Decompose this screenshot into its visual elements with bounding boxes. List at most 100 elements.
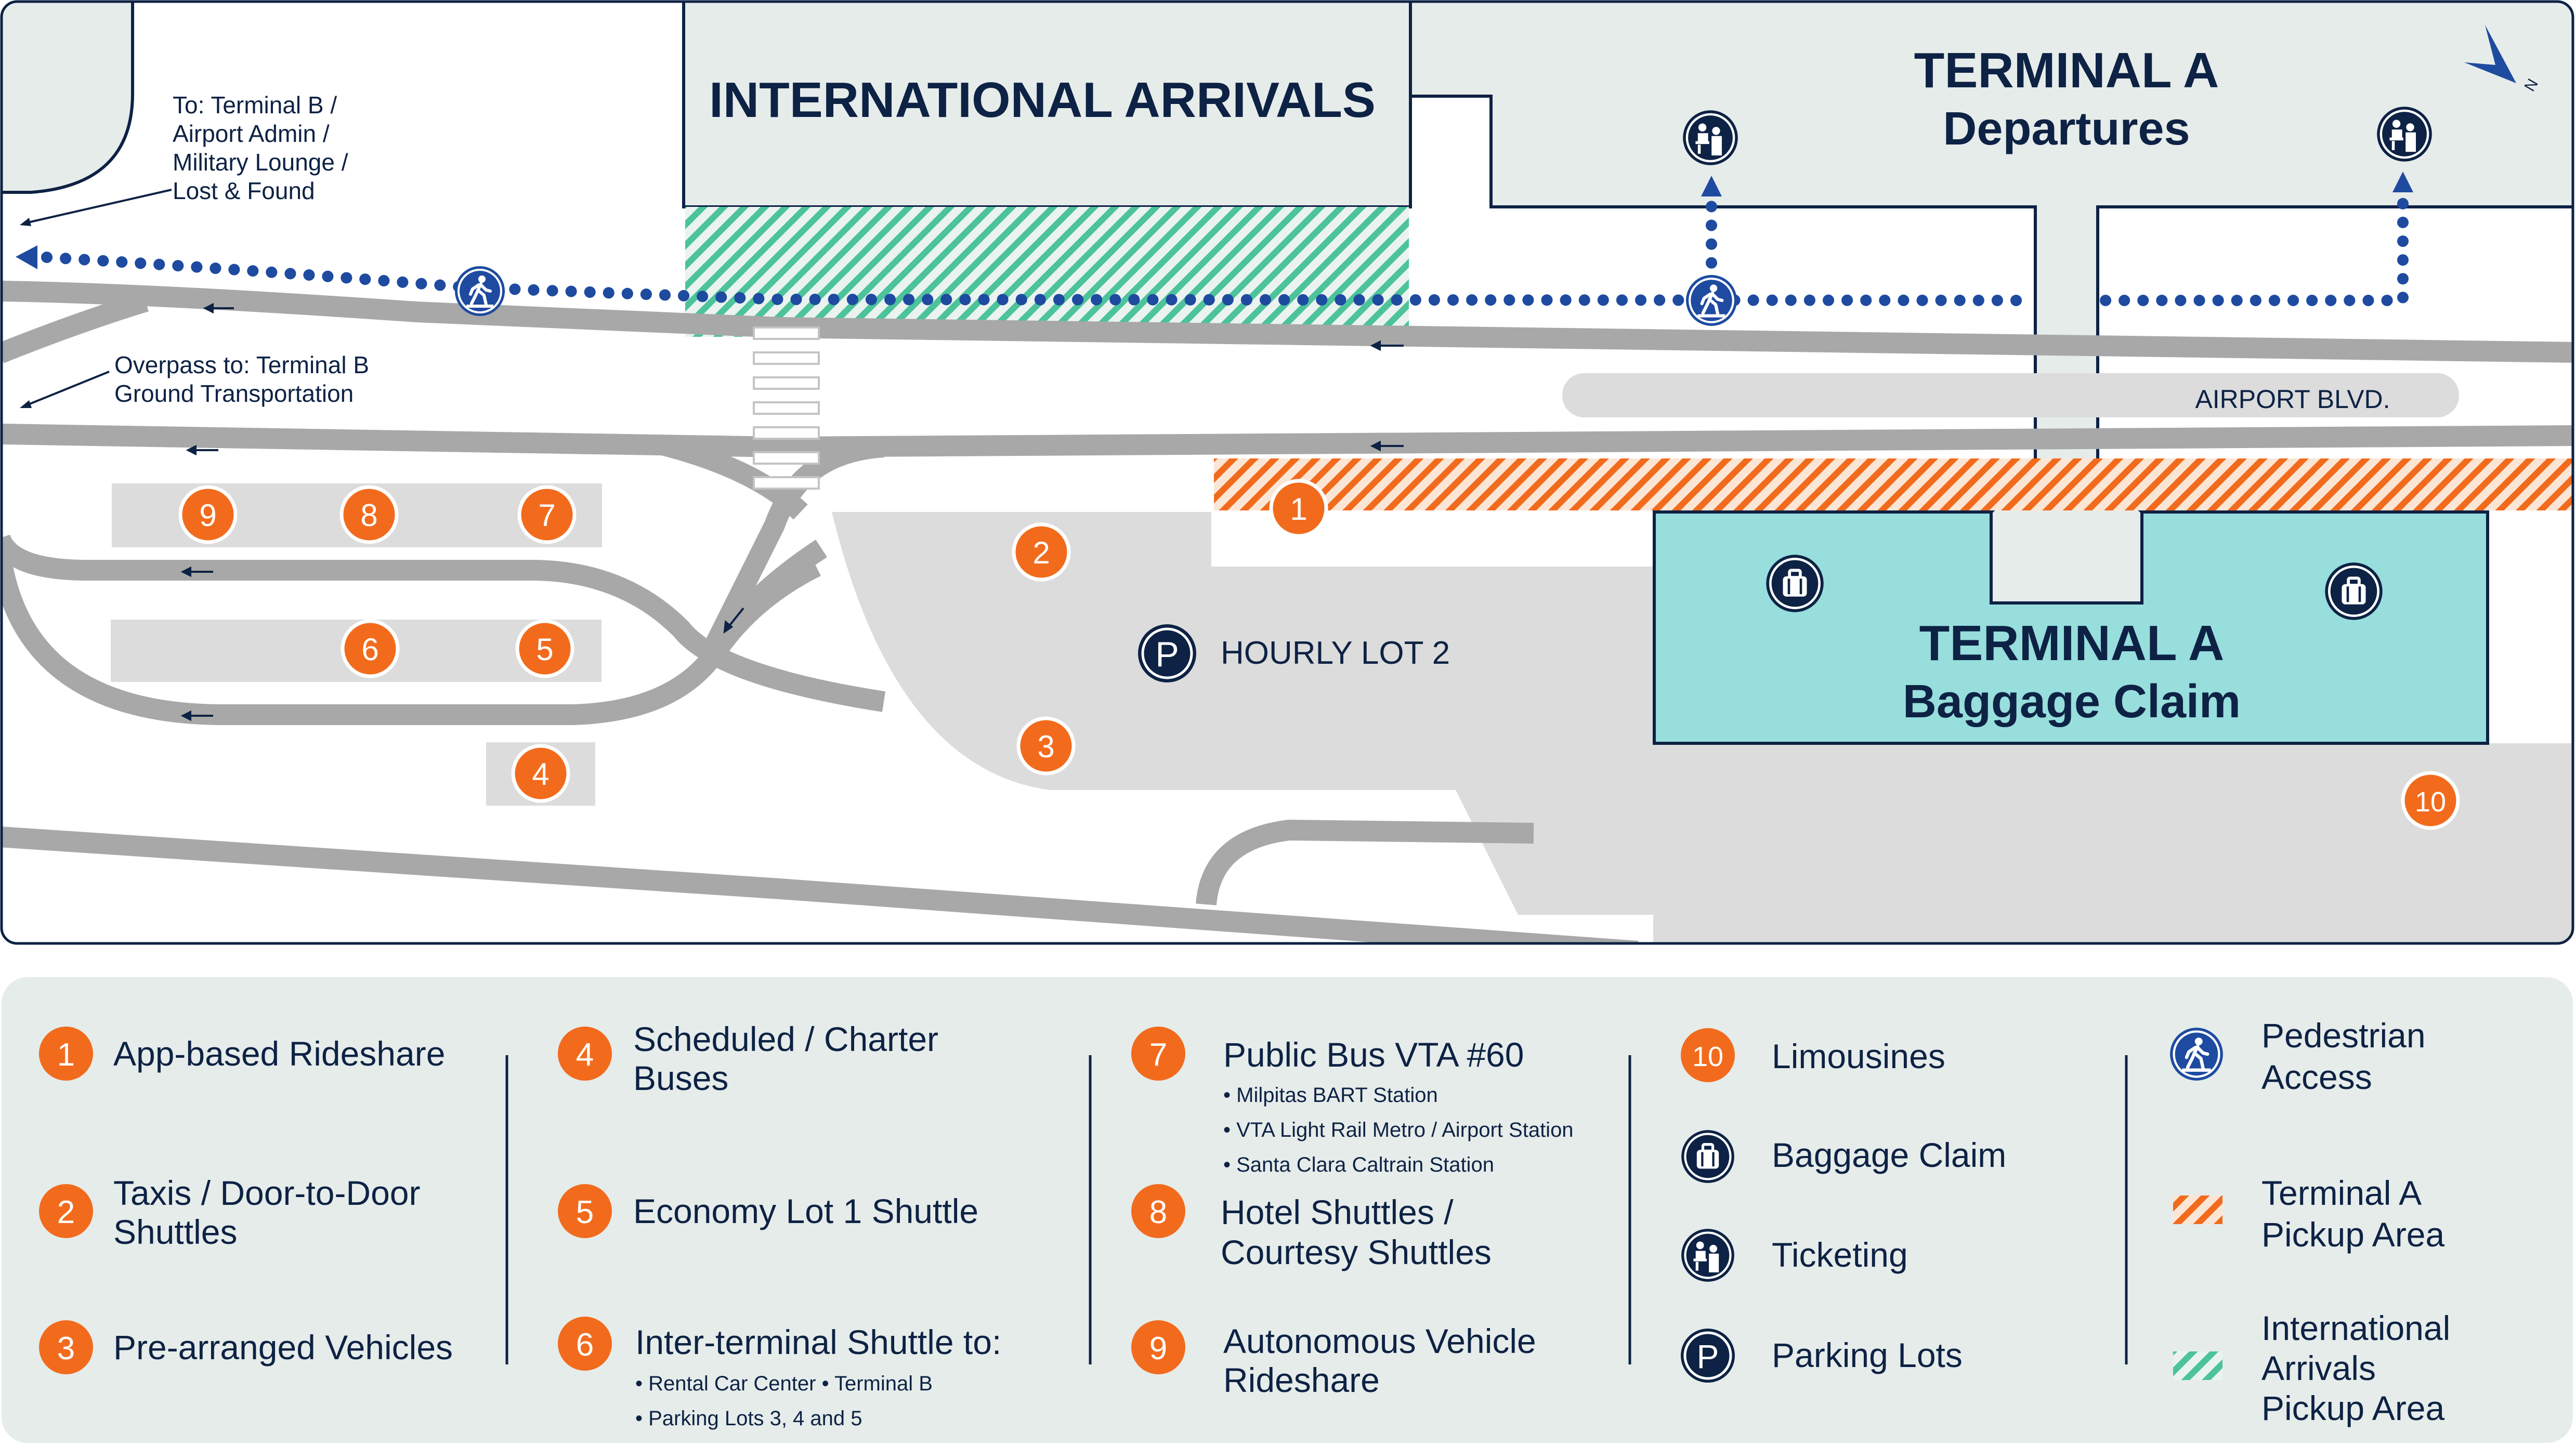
crosswalk	[753, 326, 820, 490]
svg-text:Lost & Found: Lost & Found	[173, 177, 315, 204]
green-hatch-swatch-icon	[2173, 1351, 2222, 1380]
ticketing-icon	[2377, 107, 2432, 162]
hourly-lot-exit	[1196, 820, 1534, 906]
parking-icon	[1681, 1329, 1735, 1383]
svg-text:Buses: Buses	[633, 1059, 728, 1097]
svg-text:App-based Rideshare: App-based Rideshare	[113, 1034, 445, 1073]
loop-road-upper	[2, 534, 886, 712]
svg-text:Baggage Claim: Baggage Claim	[1772, 1136, 2006, 1174]
pedestrian-access-icon	[455, 266, 505, 316]
svg-text:Inter-terminal Shuttle to:: Inter-terminal Shuttle to:	[635, 1323, 1001, 1361]
svg-text:1: 1	[57, 1037, 75, 1073]
marker-5: 5	[515, 619, 574, 678]
airport-blvd-road	[2, 424, 2573, 457]
legend-item-international-pickup: International Arrivals Pickup Area	[2173, 1309, 2450, 1427]
terminal-b-building	[2, 2, 134, 194]
loop-road-lower	[2, 549, 821, 725]
svg-text:Pre-arranged Vehicles: Pre-arranged Vehicles	[113, 1328, 453, 1367]
svg-text:Parking Lots: Parking Lots	[1772, 1336, 1963, 1374]
svg-text:3: 3	[57, 1331, 75, 1367]
svg-text:Pedestrian: Pedestrian	[2261, 1016, 2426, 1055]
svg-text:2: 2	[57, 1194, 75, 1230]
legend-item-4: 4 Scheduled / Charter Buses	[558, 1020, 938, 1097]
svg-text:Rideshare: Rideshare	[1223, 1361, 1380, 1399]
marker-6: 6	[341, 619, 400, 678]
upper-road	[2, 281, 2573, 363]
pedestrian-arrowheads	[16, 172, 2413, 269]
pedestrian-access-icon	[2170, 1028, 2223, 1081]
legend-item-9: 9 Autonomous Vehicle Rideshare	[1131, 1320, 1536, 1399]
svg-text:P: P	[1697, 1338, 1719, 1375]
map-area: P N INTERNATIONAL ARRIVALS TERMINAL A De…	[2, 2, 2573, 943]
svg-text:4: 4	[532, 757, 549, 792]
svg-text:7: 7	[1149, 1037, 1167, 1073]
legend-item-8: 8 Hotel Shuttles / Courtesy Shuttles	[1131, 1184, 1492, 1271]
svg-text:8: 8	[1149, 1194, 1167, 1230]
marker-1: 1	[1269, 479, 1328, 538]
legend-dividers	[505, 1055, 2128, 1364]
to-terminal-b-note: To: Terminal B / Airport Admin / Militar…	[20, 91, 348, 226]
svg-text:Scheduled / Charter: Scheduled / Charter	[633, 1020, 938, 1058]
overpass-note: Overpass to: Terminal B Ground Transport…	[20, 351, 369, 408]
traffic-direction-arrows	[180, 303, 1404, 721]
svg-text:Economy Lot 1 Shuttle: Economy Lot 1 Shuttle	[633, 1192, 978, 1230]
legend-item-6: 6 Inter-terminal Shuttle to: • Rental Ca…	[558, 1317, 1001, 1430]
legend-item-2: 2 Taxis / Door-to-Door Shuttles	[39, 1174, 421, 1251]
pedestrian-access-icon	[1686, 275, 1737, 326]
svg-text:Courtesy Shuttles: Courtesy Shuttles	[1221, 1233, 1492, 1271]
svg-text:Terminal A: Terminal A	[2261, 1174, 2422, 1212]
terminal-a-pickup-area	[1214, 458, 2573, 510]
map-frame	[0, 0, 2574, 945]
limousine-lot	[1653, 743, 2573, 943]
marker-9: 9	[178, 485, 238, 544]
svg-text:Ticketing: Ticketing	[1772, 1236, 1908, 1274]
svg-text:• Rental Car Center • Termin: • Rental Car Center • Terminal B	[635, 1372, 933, 1395]
svg-text:8: 8	[360, 498, 377, 533]
terminal-a-baggage-title: TERMINAL A	[1919, 615, 2225, 671]
svg-text:6: 6	[361, 632, 378, 667]
international-arrivals-pickup-area	[685, 207, 1409, 337]
svg-text:9: 9	[199, 498, 216, 533]
svg-text:10: 10	[1692, 1041, 1723, 1072]
marker-2: 2	[1012, 522, 1071, 582]
terminal-a-departures-title: TERMINAL A	[1914, 43, 2219, 98]
marker-10: 10	[2401, 771, 2460, 830]
legend-item-10: 10 Limousines	[1681, 1028, 1945, 1082]
svg-text:7: 7	[538, 498, 555, 533]
marker-8: 8	[339, 485, 399, 544]
legend-panel	[2, 977, 2573, 1443]
svg-text:Airport Admin /: Airport Admin /	[173, 120, 330, 147]
legend-item-1: 1 App-based Rideshare	[39, 1027, 445, 1081]
svg-text:Overpass to: Terminal B: Overpass to: Terminal B	[114, 351, 369, 378]
baggage-claim-icon	[2325, 562, 2382, 620]
svg-text:5: 5	[536, 632, 553, 667]
svg-text:Military Lounge /: Military Lounge /	[173, 149, 348, 176]
svg-text:To: Terminal B /: To: Terminal B /	[173, 91, 337, 119]
marker-7: 7	[517, 485, 577, 544]
legend: 1 App-based Rideshare 2 Taxis / Door-to-…	[2, 977, 2573, 1443]
baggage-claim-icon	[1681, 1130, 1734, 1183]
airport-blvd-label: AIRPORT BLVD.	[2195, 385, 2390, 414]
svg-text:Taxis / Door-to-Door: Taxis / Door-to-Door	[113, 1174, 421, 1212]
svg-text:Pickup Area: Pickup Area	[2261, 1215, 2444, 1254]
legend-item-7: 7 Public Bus VTA #60 • Milpitas BART Sta…	[1131, 1027, 1574, 1176]
svg-text:Ground Transportation: Ground Transportation	[114, 380, 354, 407]
ticketing-icon	[1681, 1229, 1734, 1282]
map-markers: 1 2 3 4 5 6 7 8 9 10	[178, 479, 2460, 830]
roads	[2, 281, 2573, 943]
terminal-a-departures-subtitle: Departures	[1943, 103, 2190, 155]
legend-item-pedestrian: Pedestrian Access	[2170, 1016, 2426, 1096]
svg-text:2: 2	[1032, 535, 1050, 570]
legend-item-parking: P Parking Lots	[1681, 1329, 1963, 1383]
svg-text:• Parking Lots 3, 4 and 5: • Parking Lots 3, 4 and 5	[635, 1407, 862, 1430]
ticketing-icon	[1683, 110, 1738, 165]
legend-item-baggage: Baggage Claim	[1681, 1130, 2006, 1183]
svg-text:Public Bus VTA #60: Public Bus VTA #60	[1223, 1035, 1524, 1074]
legend-item-terminal-a-pickup: Terminal A Pickup Area	[2173, 1174, 2444, 1254]
svg-text:International: International	[2261, 1309, 2450, 1347]
marker-4: 4	[511, 744, 570, 803]
baggage-claim-icon	[1766, 555, 1823, 612]
hourly-lot-label: HOURLY LOT 2	[1221, 635, 1450, 671]
svg-text:P: P	[1155, 635, 1179, 674]
legend-item-3: 3 Pre-arranged Vehicles	[39, 1320, 453, 1374]
